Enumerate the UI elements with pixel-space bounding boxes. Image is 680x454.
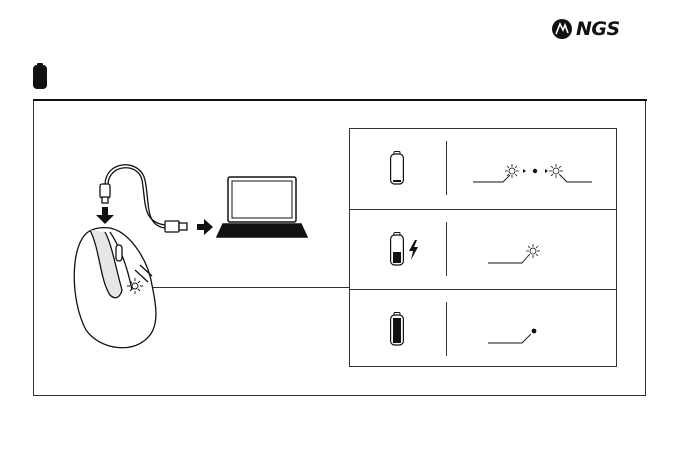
laptop-icon [217,177,307,237]
led-blinking-indicator [468,143,598,188]
battery-charging-icon [390,232,424,266]
ngs-logo: NGS [551,14,651,44]
row-divider [446,222,447,276]
vertical-mouse [74,228,156,348]
status-row-full [350,289,616,369]
led-dot [533,169,537,173]
usb-c-cable [100,165,187,232]
led-on-indicator [468,224,598,269]
led-solid-icon [532,329,537,334]
status-row-low [350,129,616,208]
led-solid-indicator [468,304,598,349]
battery-full-icon [390,312,404,346]
arrow-right-icon [197,219,213,235]
arrow-down-icon [96,207,114,224]
led-blink-icon [526,244,540,258]
battery-icon [33,63,47,89]
lightning-icon [409,240,418,260]
status-row-charging [350,209,616,289]
charging-illustration [60,150,320,360]
battery-low-icon [390,151,404,185]
row-divider [446,141,447,195]
ngs-logo-icon [551,18,573,40]
brand-name: NGS [576,18,620,40]
battery-status-table [349,128,617,367]
row-divider [446,302,447,356]
led-blink-icon [505,164,519,178]
